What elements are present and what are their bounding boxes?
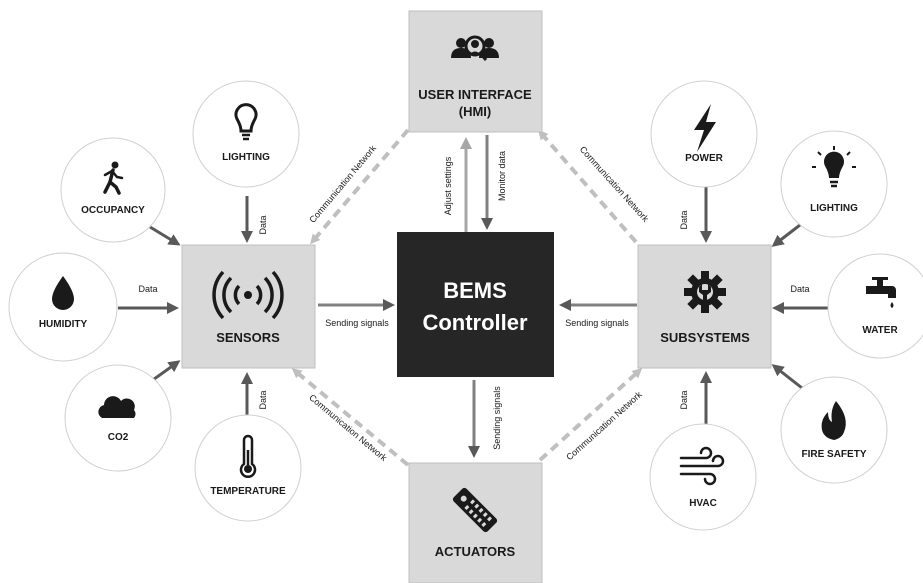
comm-arrow-actuators-to-subsystems: [538, 367, 643, 462]
remote-control-icon: [452, 487, 498, 533]
sensors-title: SENSORS: [216, 330, 280, 345]
ui-title-line2: (HMI): [459, 104, 492, 119]
label-sending-signals-down: Sending signals: [492, 386, 502, 450]
subsystem-input-water: WATER: [827, 253, 923, 359]
power-label: POWER: [685, 153, 724, 164]
sensor-input-temperature: TEMPERATURE: [194, 414, 302, 522]
bems-controller-box: BEMS Controller: [397, 232, 554, 377]
controller-title-line2: Controller: [422, 310, 528, 335]
solid-arrows: [118, 135, 830, 458]
comm-arrow-subsystems-to-ui: [538, 129, 638, 244]
arrow-co2-to-sensors: [149, 360, 181, 384]
subsystems-box: SUBSYSTEMS: [637, 244, 772, 369]
wind-icon: [679, 446, 725, 486]
temperature-label: TEMPERATURE: [210, 486, 286, 497]
label-data-hvac: Data: [679, 390, 689, 409]
occupancy-label: OCCUPANCY: [81, 205, 145, 216]
fire-safety-label: FIRE SAFETY: [801, 449, 866, 460]
sensor-input-humidity: HUMIDITY: [8, 252, 118, 362]
comm-network-arrows: [291, 128, 643, 467]
users-icon: [451, 35, 499, 61]
comm-arrow-ui-to-sensors: [310, 128, 410, 245]
label-data-lighting: Data: [258, 215, 268, 234]
faucet-icon: [866, 277, 896, 308]
subsystem-input-hvac: HVAC: [649, 423, 757, 531]
hvac-label: HVAC: [689, 498, 717, 509]
ui-title-line1: USER INTERFACE: [418, 87, 532, 102]
lighting-label: LIGHTING: [222, 152, 270, 163]
label-sending-signals-right: Sending signals: [565, 318, 629, 328]
comm-arrow-actuators-to-sensors: [291, 368, 410, 467]
label-sending-signals-left: Sending signals: [325, 318, 389, 328]
gear-wrench-icon: [684, 271, 726, 313]
signal-waves-icon: [212, 270, 284, 320]
label-data-temperature: Data: [258, 390, 268, 409]
subsystems-title: SUBSYSTEMS: [660, 330, 750, 345]
actuators-box: ACTUATORS: [408, 462, 543, 583]
glowing-bulb-icon: [812, 146, 856, 188]
label-comm-bottom-left: Communication Network: [307, 392, 389, 463]
subsystem-input-fire-safety: FIRE SAFETY: [780, 376, 888, 484]
controller-title-line1: BEMS: [443, 278, 507, 303]
arrow-occupancy-to-sensors: [149, 225, 181, 246]
label-comm-top-left: Communication Network: [307, 143, 378, 225]
arrow-lighting-to-subsystems: [771, 223, 801, 247]
humidity-label: HUMIDITY: [39, 319, 88, 330]
sensor-input-lighting: LIGHTING: [192, 80, 300, 188]
subsystem-input-power: POWER: [650, 80, 758, 188]
flame-icon: [821, 401, 846, 440]
sensor-input-co2: CO2: [64, 364, 172, 472]
label-data-power: Data: [679, 210, 689, 229]
cloud-icon: [98, 396, 136, 418]
actuators-title: ACTUATORS: [435, 544, 516, 559]
label-adjust-settings: Adjust settings: [443, 156, 453, 215]
user-interface-box: USER INTERFACE (HMI): [408, 10, 543, 133]
label-data-water: Data: [790, 284, 809, 294]
water-label: WATER: [862, 325, 898, 336]
subsystem-input-lighting: LIGHTING: [780, 130, 888, 238]
water-drop-icon: [52, 276, 74, 310]
lightbulb-icon: [234, 103, 258, 141]
sensor-input-occupancy: OCCUPANCY: [60, 137, 166, 243]
sensors-box: SENSORS: [181, 244, 316, 369]
co2-label: CO2: [108, 432, 129, 443]
label-monitor-data: Monitor data: [497, 151, 507, 201]
arrow-fire-to-subsystems: [771, 364, 803, 390]
label-data-humidity: Data: [138, 284, 157, 294]
lighting-subsystem-label: LIGHTING: [810, 203, 858, 214]
lightning-bolt-icon: [694, 104, 716, 152]
walking-person-icon: [103, 161, 124, 195]
label-comm-top-right: Communication Network: [578, 144, 651, 224]
thermometer-icon: [239, 434, 257, 478]
